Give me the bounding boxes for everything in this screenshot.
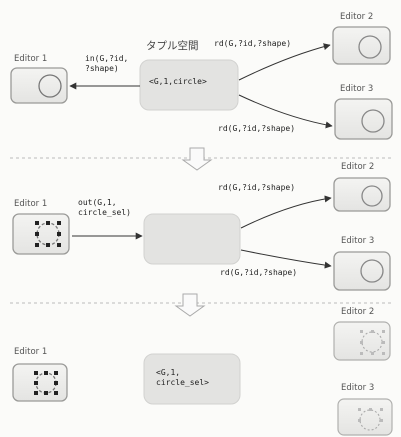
panel-3 <box>12 321 393 436</box>
editor-window <box>337 398 393 436</box>
circle-shape <box>38 74 62 98</box>
tuple-space-box <box>143 353 241 405</box>
circle-shape <box>358 35 382 59</box>
arrow <box>240 195 332 229</box>
arrow <box>240 249 332 269</box>
editor-label: Editor 2 <box>341 162 375 172</box>
tuple-label: <G,1, circle_sel> <box>156 368 209 387</box>
editor-window <box>332 26 391 65</box>
editor-window <box>12 363 68 402</box>
editor-label: Editor 1 <box>14 347 48 357</box>
operation-label: rd(G,?id,?shape) <box>218 124 296 133</box>
editor-window <box>333 251 391 291</box>
down-arrow-icon <box>181 147 213 171</box>
circle-shape <box>361 109 385 133</box>
arrow <box>238 43 331 81</box>
editor-window <box>12 213 70 255</box>
arrow <box>238 94 333 129</box>
selection-handles <box>35 221 61 247</box>
editor-label: Editor 3 <box>340 84 374 94</box>
editor-label: Editor 1 <box>14 54 48 64</box>
panel-1 <box>10 26 393 140</box>
operation-label: out(G,1, circle_sel) <box>78 198 131 217</box>
operation-label: in(G,?id, ?shape) <box>85 54 129 73</box>
tuple-space-box <box>143 213 241 265</box>
editor-label: Editor 2 <box>341 307 375 317</box>
operation-label: rd(G,?id,?shape) <box>218 183 296 192</box>
editor-label: Editor 1 <box>14 199 48 209</box>
editor-window <box>334 98 393 140</box>
editor-label: Editor 3 <box>341 236 375 246</box>
operation-label: rd(G,?id,?shape) <box>214 39 292 48</box>
circle-shape <box>361 185 383 207</box>
circle-shape <box>360 259 384 283</box>
editor-label: Editor 2 <box>340 12 374 22</box>
selection-handles <box>358 408 383 422</box>
editor-label: Editor 3 <box>341 383 375 393</box>
tuple-label: <G,1,circle> <box>149 77 207 86</box>
tuple-space-label: タプル空間 <box>146 40 199 52</box>
tuple-space-box <box>139 59 239 111</box>
selection-handles <box>360 330 385 355</box>
operation-label: rd(G,?id,?shape) <box>220 268 298 277</box>
down-arrow-icon <box>174 293 206 317</box>
panel-2 <box>12 177 391 291</box>
selection-handles <box>34 371 58 395</box>
